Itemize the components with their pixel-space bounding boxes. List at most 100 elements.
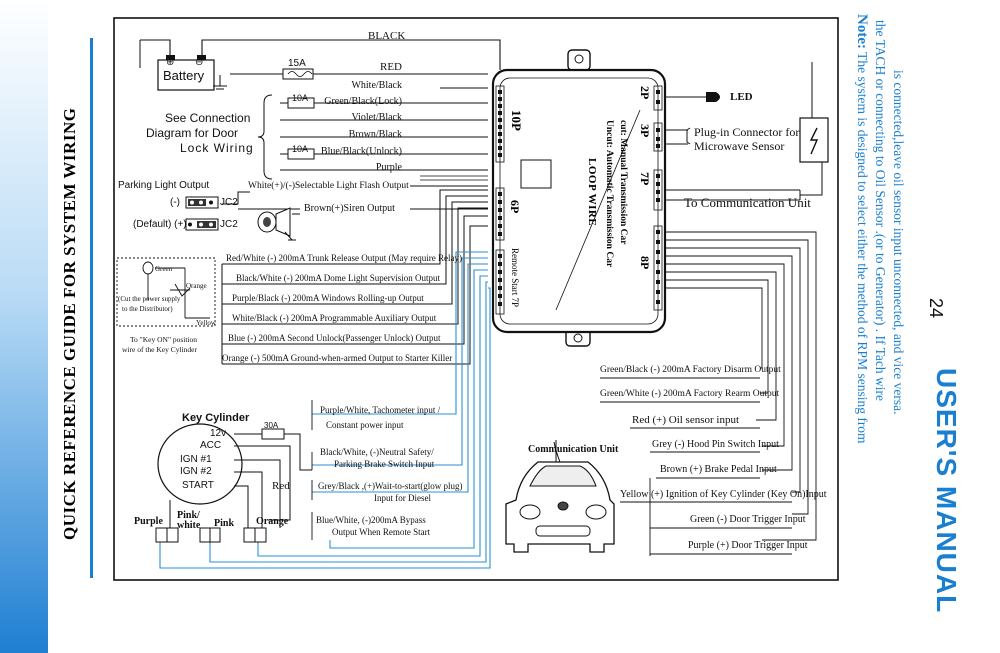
key-cylinder bbox=[155, 423, 312, 543]
battery-icon bbox=[157, 59, 215, 91]
alarm-control-module bbox=[491, 49, 667, 347]
wire-green-black-lock: Green/Black(Lock) bbox=[324, 96, 402, 107]
remote-input-neutral-1: Black/White, (-)Neutral Safety/ bbox=[320, 447, 434, 457]
note-text-1: The system is designed to select either … bbox=[855, 52, 870, 444]
key-on-note-2: wire of the Key Cylinder bbox=[122, 345, 197, 354]
output-trunk-release: Red/White (-) 200mA Trunk Release Output… bbox=[226, 253, 462, 263]
output-second-unlock: Blue (-) 200mA Second Unlock(Passenger U… bbox=[228, 333, 441, 343]
input-brake-pedal: Brown (+) Brake Pedal Input bbox=[660, 464, 777, 475]
key-wire-pink-white-1: Pink/ bbox=[177, 510, 200, 521]
key-on-note-1: To "Key ON" position bbox=[130, 335, 198, 344]
connector-6p-label: 6P bbox=[508, 200, 522, 214]
key-pos-acc: ACC bbox=[200, 440, 222, 451]
wire-siren-output: Brown(+)Siren Output bbox=[304, 203, 395, 214]
jc2-label-pos: JC2 bbox=[220, 219, 238, 230]
transmission-uncut-note: Uncut: Automatic Transmission Car bbox=[604, 120, 614, 268]
red-wire-label: RED bbox=[380, 61, 402, 73]
battery-terminal-pos bbox=[166, 55, 175, 60]
note-text-line-3: is connected,leave oil sensor input unco… bbox=[891, 70, 906, 415]
key-wire-red: Red bbox=[272, 480, 290, 492]
fuse-15a-label: 15A bbox=[288, 58, 306, 69]
manual-title: USER'S MANUAL bbox=[931, 368, 962, 614]
communication-unit-connector-label: To Communication Unit bbox=[684, 195, 811, 210]
left-blue-strip bbox=[0, 0, 48, 653]
relay-green-label: Green bbox=[155, 265, 173, 273]
relay-orange-label: Orange bbox=[186, 282, 207, 290]
parking-light-title: Parking Light Output bbox=[118, 180, 210, 191]
output-starter-killer: Orange (-) 500mA Ground-when-armed Outpu… bbox=[222, 353, 453, 363]
wire-violet-black: Violet/Black bbox=[351, 112, 403, 123]
fuse-10a-unlock bbox=[287, 148, 315, 160]
input-factory-disarm: Green/Black (-) 200mA Factory Disarm Out… bbox=[600, 365, 781, 375]
starter-killer-relay bbox=[116, 257, 216, 327]
fuse-10a-label-2: 10A bbox=[292, 144, 309, 154]
led-icon bbox=[706, 92, 716, 102]
wire-blue-black-unlock: Blue/Black(Unlock) bbox=[320, 146, 402, 157]
note-label: Note: bbox=[854, 14, 870, 49]
key-wire-orange: Orange bbox=[256, 516, 289, 527]
parking-neg-label: (-) bbox=[170, 197, 180, 208]
key-cylinder-title: Key Cylinder bbox=[182, 412, 250, 424]
communication-unit-car-label: Communication Unit bbox=[528, 444, 619, 455]
microwave-sensor-label-2: Microwave Sensor bbox=[694, 139, 785, 153]
remote-input-diesel-1: Grey/Black ,(+)Wait-to-start(glow plug) bbox=[318, 481, 463, 491]
diagram-frame bbox=[113, 17, 839, 581]
fuse-10a-lock bbox=[287, 97, 315, 109]
remote-input-diesel-2: Input for Diesel bbox=[374, 493, 431, 503]
connector-3p-label: 3P bbox=[638, 124, 652, 138]
input-hood-pin: Grey (-) Hood Pin Switch Input bbox=[652, 439, 779, 450]
remote-input-neutral-2: Parking Brake Switch Input bbox=[334, 459, 435, 469]
fuse-15a bbox=[282, 68, 314, 80]
led-label: LED bbox=[730, 91, 753, 103]
input-oil-sensor: Red (+) Oil sensor input bbox=[632, 414, 740, 426]
note-text-line-2: the TACH or connecting to Oil Sensor .(o… bbox=[873, 20, 888, 401]
battery-terminal-neg bbox=[197, 55, 206, 60]
fuse-30a-label: 30A bbox=[264, 421, 279, 430]
fuse-10a-label-1: 10A bbox=[292, 93, 309, 103]
key-pos-ign1: IGN #1 bbox=[180, 454, 212, 465]
input-purple-door-trigger: Purple (+) Door Trigger Input bbox=[688, 540, 808, 551]
remote-input-tach-2: Constant power input bbox=[326, 420, 404, 430]
output-windows-rolling-up: Purple/Black (-) 200mA Windows Rolling-u… bbox=[232, 293, 424, 303]
battery-label: Battery bbox=[163, 68, 205, 83]
connector-8p-label: 8P bbox=[638, 256, 652, 270]
loop-wire-label: LOOP WIRE bbox=[586, 158, 598, 227]
wire-white-black: White/Black bbox=[351, 80, 402, 91]
remote-output-bypass-2: Output When Remote Start bbox=[332, 527, 431, 537]
relay-yellow-label: Yellow bbox=[196, 319, 216, 327]
communication-unit-module bbox=[799, 117, 829, 163]
black-wire-label: BLACK bbox=[368, 30, 406, 42]
output-dome-light: Black/White (-) 200mA Dome Light Supervi… bbox=[236, 273, 440, 283]
side-title: QUICK REFERENCE GUIDE FOR SYSTEM WIRING bbox=[60, 107, 79, 540]
battery-plus-symbol: ⊕ bbox=[166, 57, 175, 68]
key-pos-ign2: IGN #2 bbox=[180, 466, 212, 477]
remote-input-tach-1: Purple/White, Tachometer input / bbox=[320, 405, 441, 415]
page-number: 24 bbox=[926, 298, 946, 319]
wire-brown-black: Brown/Black bbox=[348, 129, 402, 140]
key-pos-12v: 12v bbox=[210, 428, 227, 439]
connector-7p-right-label: 7P bbox=[638, 172, 652, 186]
siren-icon bbox=[257, 207, 296, 241]
door-lock-note-1: See Connection bbox=[165, 111, 251, 125]
relay-note-1: (Cut the power supply bbox=[118, 295, 181, 303]
output-programmable-aux: White/Black (-) 200mA Programmable Auxil… bbox=[232, 313, 437, 323]
title-accent-bar bbox=[90, 38, 93, 578]
wire-light-flash-output: White(+)/(-)Selectable Light Flash Outpu… bbox=[248, 181, 409, 191]
connector-7p-label: Remote Start 7P bbox=[510, 248, 520, 307]
key-pos-start: START bbox=[182, 480, 214, 491]
key-wire-pink-white-2: white bbox=[177, 520, 201, 531]
key-wire-purple: Purple bbox=[134, 516, 163, 527]
note-text-line-1: Note: The system is designed to select e… bbox=[853, 14, 870, 444]
connector-10p-label: 10P bbox=[509, 110, 524, 131]
relay-note-2: to the Distributor) bbox=[122, 305, 173, 313]
key-wire-pink: Pink bbox=[214, 518, 235, 529]
jc2-label-neg: JC2 bbox=[220, 197, 238, 208]
transmission-cut-note: cut: Manual Transmission Car bbox=[618, 120, 628, 245]
microwave-sensor-label-1: Plug-in Connector for bbox=[694, 125, 800, 139]
input-ignition: Yellow (+) Ignition of Key Cylinder (Key… bbox=[620, 489, 827, 500]
parking-pos-label: (Default) (+) bbox=[133, 219, 187, 230]
door-lock-note-3: Lock Wiring bbox=[180, 141, 254, 155]
door-lock-note-2: Diagram for Door bbox=[146, 126, 239, 140]
